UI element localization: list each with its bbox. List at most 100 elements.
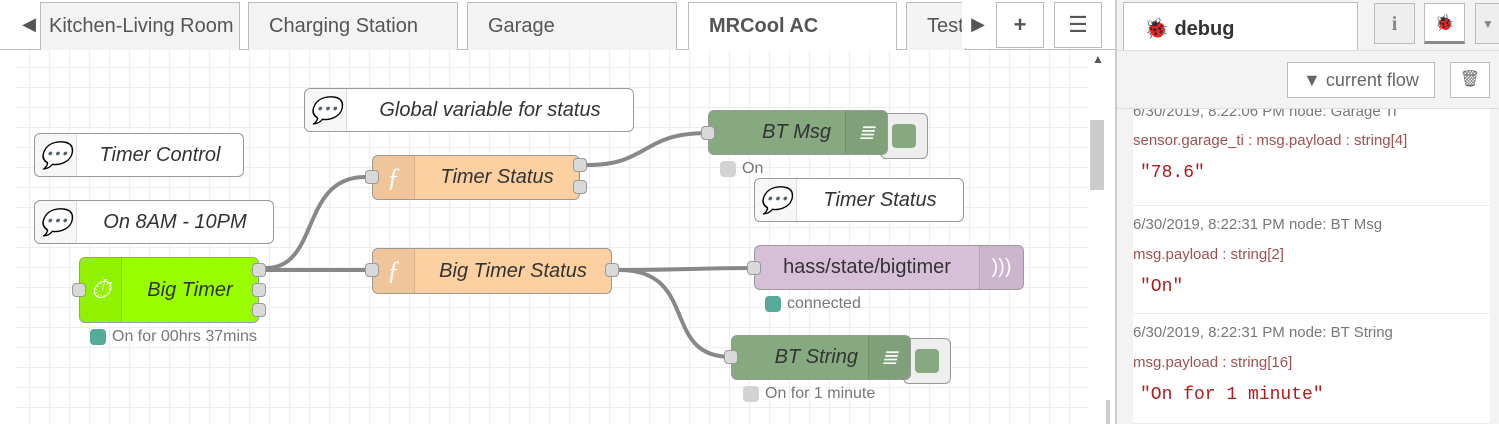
wire-bigtimer-to-timerstatus (265, 175, 366, 270)
node-label: BT String (774, 346, 858, 368)
output-port[interactable] (252, 283, 266, 297)
bt-string-debug-node[interactable]: ≣ BT String (731, 335, 911, 380)
big-timer-node[interactable]: ⏱Big Timer (79, 257, 259, 323)
comment-icon: 💬 (35, 134, 77, 176)
node-label: hass/state/bigtimer (783, 256, 951, 278)
workspace-tab-bar: ◀ Kitchen-Living Room Charging Station G… (0, 0, 1115, 51)
status-text: On for 1 minute (765, 385, 876, 402)
clear-messages-button[interactable]: 🗑 (1450, 62, 1490, 98)
info-icon: i (1391, 13, 1398, 35)
scroll-tabs-left-icon[interactable]: ◀ (18, 2, 40, 48)
trash-icon: 🗑 (1459, 71, 1481, 88)
tab-charging-station[interactable]: Charging Station (248, 2, 458, 50)
bt-msg-debug-node[interactable]: ≣BT Msg (708, 110, 888, 155)
list-icon: ☰ (1068, 12, 1088, 37)
debug-message[interactable]: 6/30/2019, 8:22:31 PM node: BT String ms… (1133, 314, 1490, 424)
mqtt-out-node[interactable]: hass/state/bigtimer ))) (754, 245, 1024, 290)
filter-icon: ▼ (1303, 70, 1321, 90)
timer-status-function-node[interactable]: ƒ Timer Status (372, 155, 580, 200)
scroll-tabs-right-icon[interactable]: ▶ (962, 2, 994, 48)
node-label: Timer Status (440, 166, 554, 188)
tab-label: Test (927, 15, 964, 37)
comment-node-schedule[interactable]: 💬 On 8AM - 10PM (34, 200, 274, 244)
canvas-scrollbar-thumb[interactable] (1090, 120, 1104, 190)
wire-bigtimerstatus-to-btstring (618, 268, 732, 359)
input-port[interactable] (747, 261, 761, 275)
filter-current-flow-button[interactable]: ▼ current flow (1287, 62, 1435, 98)
add-flow-button[interactable]: + (996, 2, 1044, 48)
input-port[interactable] (365, 263, 379, 277)
node-label: BT Msg (762, 121, 831, 143)
tab-label: Kitchen-Living Room (49, 15, 234, 37)
bug-icon: 🐞 (1144, 18, 1169, 40)
input-port[interactable] (724, 350, 738, 364)
sidebar-menu-dropdown[interactable]: ▼ (1475, 3, 1499, 44)
debug-tab-button[interactable]: 🐞 (1424, 3, 1465, 44)
message-topic: msg.payload : string[16] (1133, 354, 1293, 371)
node-label: Timer Status (823, 188, 937, 211)
message-meta: 6/30/2019, 8:22:31 PM node: BT String (1133, 324, 1393, 341)
debug-message[interactable]: 6/30/2019, 8:22:06 PM node: Garage Ti se… (1133, 109, 1490, 206)
node-label: On 8AM - 10PM (103, 210, 247, 233)
message-meta: 6/30/2019, 8:22:06 PM node: Garage Ti (1133, 109, 1397, 120)
status-dot (743, 386, 759, 402)
message-meta: 6/30/2019, 8:22:31 PM node: BT Msg (1133, 216, 1383, 233)
plus-icon: + (1013, 12, 1027, 37)
sidebar-tab-debug[interactable]: 🐞 debug (1123, 2, 1358, 50)
tab-label: MRCool AC (709, 15, 819, 37)
sidebar-tab-label: debug (1174, 18, 1235, 40)
message-value: "78.6" (1140, 163, 1205, 183)
debug-scrollbar[interactable] (1490, 109, 1499, 424)
node-label: Timer Control (99, 143, 221, 166)
status-dot (90, 329, 106, 345)
divider (1117, 108, 1499, 109)
node-label: Big Timer Status (439, 259, 587, 282)
tab-mrcool-ac[interactable]: MRCool AC (688, 2, 897, 51)
status-dot (765, 296, 781, 312)
tab-garage[interactable]: Garage (467, 2, 677, 50)
comment-node-global-variable[interactable]: 💬 Global variable for status (304, 88, 634, 132)
function-icon: ƒ (373, 249, 415, 293)
status-dot (720, 161, 736, 177)
canvas-scrollbar-h[interactable] (1106, 400, 1110, 424)
function-icon: ƒ (373, 156, 415, 199)
mqtt-status: connected (765, 295, 861, 313)
wires (265, 131, 755, 359)
comment-node-timer-control[interactable]: 💬 Timer Control (34, 133, 244, 177)
tab-label: Charging Station (269, 15, 418, 37)
flow-list-button[interactable]: ☰ (1054, 2, 1102, 48)
comment-icon: 💬 (35, 201, 77, 243)
input-port[interactable] (72, 283, 86, 297)
output-port[interactable] (573, 158, 587, 172)
input-port[interactable] (701, 126, 715, 140)
divider (1117, 50, 1499, 51)
wire-timerstatus-to-btmsg (586, 131, 709, 167)
node-label: Global variable for status (379, 98, 601, 121)
message-value: "On for 1 minute" (1140, 385, 1324, 405)
tab-kitchen-living-room[interactable]: Kitchen-Living Room (40, 2, 240, 50)
info-tab-button[interactable]: i (1374, 3, 1415, 44)
status-text: connected (787, 295, 861, 312)
mqtt-wave-icon: ))) (979, 246, 1023, 289)
timer-icon: ⏱ (80, 258, 122, 322)
debug-list-icon: ≣ (868, 336, 910, 379)
bt-string-toggle-button[interactable] (903, 338, 951, 384)
bt-msg-status: On (720, 160, 763, 178)
scroll-up-icon[interactable]: ▲ (1092, 52, 1104, 66)
debug-message[interactable]: 6/30/2019, 8:22:31 PM node: BT Msg msg.p… (1133, 206, 1490, 314)
output-port[interactable] (573, 180, 587, 194)
message-topic: msg.payload : string[2] (1133, 246, 1284, 263)
bt-string-status: On for 1 minute (743, 385, 875, 403)
comment-icon: 💬 (305, 89, 347, 131)
message-value: "On" (1140, 277, 1184, 297)
big-timer-status-function-node[interactable]: ƒ Big Timer Status (372, 248, 612, 294)
output-port[interactable] (252, 303, 266, 317)
comment-node-timer-status[interactable]: 💬 Timer Status (754, 178, 964, 222)
comment-icon: 💬 (755, 179, 797, 221)
output-port[interactable] (252, 263, 266, 277)
tab-test[interactable]: Test (906, 2, 966, 50)
input-port[interactable] (365, 170, 379, 184)
output-port[interactable] (605, 263, 619, 277)
big-timer-status: On for 00hrs 37mins (90, 328, 257, 346)
chevron-down-icon: ▼ (1482, 17, 1494, 31)
